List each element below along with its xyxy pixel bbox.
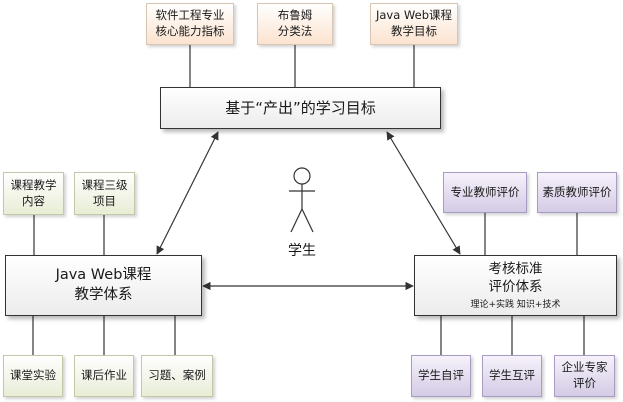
- eval-top-label: 素质教师评价: [542, 184, 612, 199]
- teaching-system-label-line1: Java Web课程: [55, 266, 152, 283]
- teaching-bottom-label: 习题、案例: [148, 368, 206, 383]
- evaluation-system-box: 考核标准 评价体系 理论+实践 知识+技术: [414, 255, 617, 316]
- top-input-box: 布鲁姆 分类法: [257, 3, 333, 45]
- eval-top-box: 专业教师评价: [443, 172, 527, 213]
- student-label: 学生: [288, 243, 316, 259]
- eval-bottom-box: 学生自评: [411, 355, 471, 397]
- evaluation-note: 理论+实践 知识+技术: [470, 299, 561, 310]
- teaching-system-box: Java Web课程 教学体系: [5, 255, 202, 316]
- evaluation-subtitle: 评价体系: [488, 279, 543, 296]
- teaching-top-label-line1: 课程教学: [10, 177, 57, 192]
- top-input-label-line1: Java Web课程: [375, 8, 453, 23]
- student-figure-icon: [289, 167, 315, 233]
- teaching-top-label-line2: 内容: [22, 193, 45, 208]
- teaching-bottom-box: 课后作业: [74, 355, 134, 397]
- teaching-bottom-box: 课堂实验: [3, 355, 63, 397]
- eval-bottom-label-line2: 评价: [573, 376, 596, 390]
- eval-bottom-label-line1: 企业专家: [561, 360, 608, 375]
- arrow-goal-teaching: [156, 131, 219, 255]
- eval-bottom-label: 学生自评: [418, 368, 464, 383]
- top-input-label-line1: 软件工程专业: [155, 8, 225, 23]
- eval-bottom-label: 学生互评: [489, 368, 535, 383]
- teaching-bottom-box: 习题、案例: [141, 355, 213, 397]
- eval-bottom-box: 学生互评: [482, 355, 542, 397]
- teaching-top-box: 课程三级 项目: [74, 172, 135, 215]
- learning-goal-label: 基于“产出”的学习目标: [225, 98, 376, 117]
- top-input-box: 软件工程专业 核心能力指标: [146, 3, 234, 45]
- eval-top-box: 素质教师评价: [537, 172, 617, 213]
- teaching-system-label-line2: 教学体系: [74, 286, 133, 303]
- teaching-top-box: 课程教学 内容: [3, 172, 64, 215]
- top-input-label-line2: 核心能力指标: [155, 24, 225, 38]
- arrow-goal-evaluation: [386, 131, 461, 255]
- teaching-bottom-label: 课后作业: [81, 368, 127, 383]
- eval-bottom-box: 企业专家 评价: [554, 355, 615, 397]
- learning-goal-box: 基于“产出”的学习目标: [160, 87, 441, 129]
- top-input-label-line1: 布鲁姆: [277, 8, 313, 23]
- teaching-top-label-line2: 项目: [93, 193, 116, 208]
- evaluation-title: 考核标准: [488, 261, 543, 278]
- top-input-label-line2: 分类法: [277, 24, 313, 38]
- teaching-bottom-label: 课堂实验: [10, 368, 56, 383]
- teaching-top-label-line1: 课程三级: [81, 177, 128, 192]
- top-input-label-line2: 教学目标: [391, 24, 437, 38]
- top-input-box: Java Web课程 教学目标: [370, 3, 458, 45]
- eval-top-label: 专业教师评价: [450, 184, 520, 199]
